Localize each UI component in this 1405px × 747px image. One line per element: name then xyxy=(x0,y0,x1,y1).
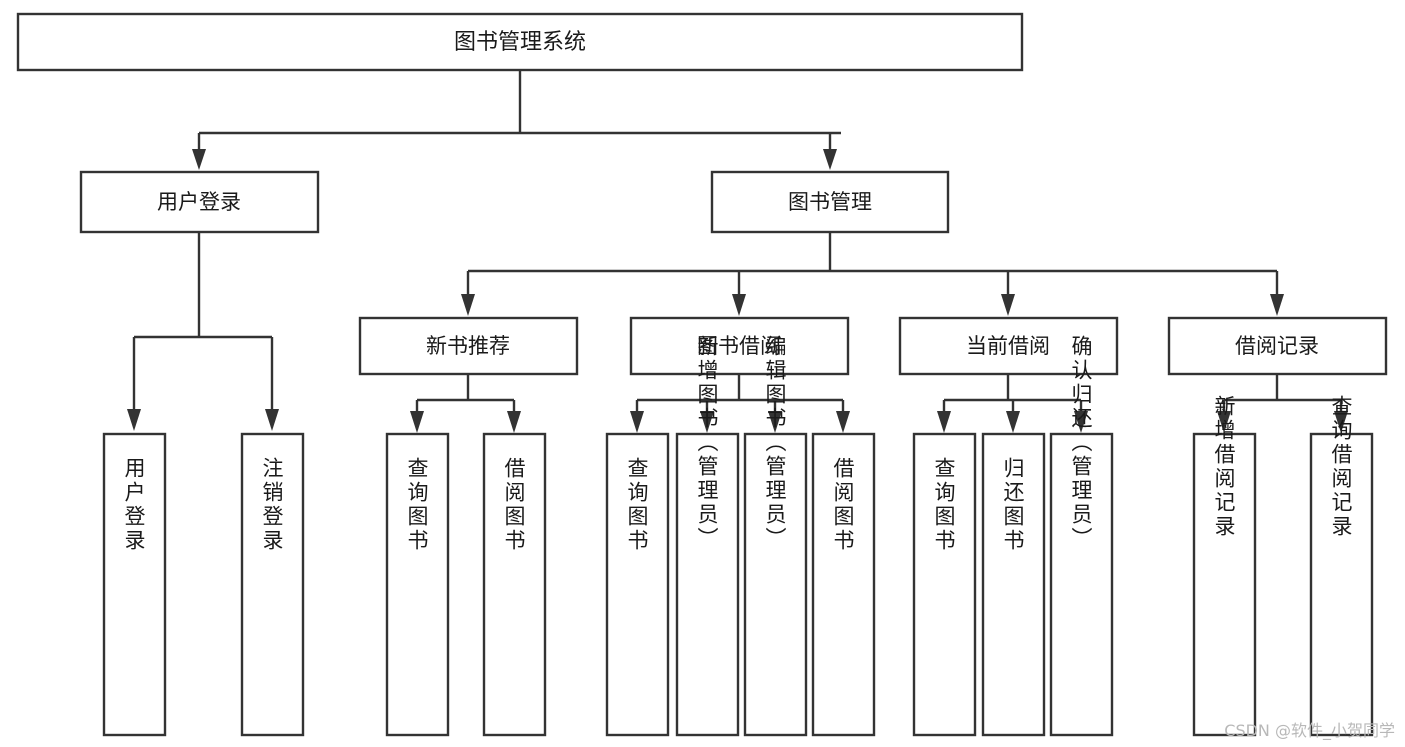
node-user-login-box[interactable] xyxy=(79,170,320,234)
leaf-borrow-book-1[interactable]: 借阅图书 xyxy=(482,432,547,737)
node-borrow-record[interactable]: 借阅记录 xyxy=(1167,316,1388,376)
arrowhead-new-book-recommend xyxy=(461,294,475,316)
csdn-watermark: CSDN @软件_小贺同学 xyxy=(1224,721,1395,740)
node-current-borrow-box[interactable] xyxy=(898,316,1119,376)
arrowhead-leaf-query-book-1 xyxy=(410,411,424,433)
node-borrow-record-label: 借阅记录 xyxy=(1235,334,1319,358)
leaf-borrow-book-2[interactable]: 借阅图书 xyxy=(811,432,876,737)
arrowhead-user-login xyxy=(192,149,206,170)
connector-group-borrow-record xyxy=(1217,374,1348,433)
connector-group-new-book-recommend xyxy=(410,374,521,433)
arrowhead-leaf-add-book xyxy=(700,411,714,433)
connector-group-root xyxy=(192,70,841,170)
node-root-label: 图书管理系统 xyxy=(454,30,586,55)
connector-group-current-borrow xyxy=(937,374,1088,433)
node-book-borrow-box[interactable] xyxy=(629,316,850,376)
node-user-login-label: 用户登录 xyxy=(157,190,241,214)
leaf-borrow-book-1-box[interactable] xyxy=(482,432,547,737)
arrowhead-leaf-query-book-2 xyxy=(630,411,644,433)
leaf-query-book-2-label: 查询图书 xyxy=(625,457,649,553)
node-root-box[interactable] xyxy=(16,12,1024,72)
leaf-add-record[interactable]: 新增借阅记录 xyxy=(1192,395,1257,737)
leaf-query-record-box[interactable] xyxy=(1309,432,1374,737)
leaf-query-book-2-box[interactable] xyxy=(605,432,670,737)
node-book-manage[interactable]: 图书管理 xyxy=(710,170,950,234)
leaf-confirm-return-label: 确认归还（管理员） xyxy=(1069,335,1093,551)
leaf-query-record-label: 查询借阅记录 xyxy=(1329,395,1353,539)
leaf-query-book-1-label: 查询图书 xyxy=(405,457,429,553)
arrowhead-leaf-borrow-book-1 xyxy=(507,411,521,433)
leaf-query-book-1[interactable]: 查询图书 xyxy=(385,432,450,737)
connector-group-book-borrow xyxy=(630,374,850,433)
arrowhead-leaf-return-book xyxy=(1006,411,1020,433)
node-current-borrow[interactable]: 当前借阅 xyxy=(898,316,1119,376)
leaf-user-logout-label: 注销登录 xyxy=(260,457,284,553)
leaf-user-logout-box[interactable] xyxy=(240,432,305,737)
leaf-confirm-return-box[interactable] xyxy=(1049,432,1114,737)
node-new-book-recommend-label: 新书推荐 xyxy=(426,334,510,358)
arrowhead-leaf-borrow-book-2 xyxy=(836,411,850,433)
arrowhead-leaf-query-record xyxy=(1334,411,1348,433)
leaf-add-record-box[interactable] xyxy=(1192,432,1257,737)
leaf-user-login[interactable]: 用户登录 xyxy=(102,432,167,737)
node-current-borrow-label: 当前借阅 xyxy=(966,334,1050,358)
node-book-manage-label: 图书管理 xyxy=(788,190,872,214)
leaf-confirm-return[interactable]: 确认归还（管理员） xyxy=(1049,335,1114,737)
leaf-query-record[interactable]: 查询借阅记录 xyxy=(1309,395,1374,737)
arrowhead-leaf-user-logout xyxy=(265,409,279,431)
leaf-add-book-box[interactable] xyxy=(675,432,740,737)
node-borrow-record-box[interactable] xyxy=(1167,316,1388,376)
node-new-book-recommend[interactable]: 新书推荐 xyxy=(358,316,579,376)
leaf-borrow-book-1-label: 借阅图书 xyxy=(502,457,526,553)
leaf-query-book-3-label: 查询图书 xyxy=(932,457,956,553)
leaf-user-login-label: 用户登录 xyxy=(122,457,146,553)
node-root[interactable]: 图书管理系统 xyxy=(16,12,1024,72)
connector-group-user-login xyxy=(127,232,279,431)
leaf-borrow-book-2-box[interactable] xyxy=(811,432,876,737)
leaf-return-book-label: 归还图书 xyxy=(1001,457,1025,553)
node-user-login[interactable]: 用户登录 xyxy=(79,170,320,234)
arrowhead-book-manage xyxy=(823,149,837,170)
node-new-book-recommend-box[interactable] xyxy=(358,316,579,376)
leaf-user-login-box[interactable] xyxy=(102,432,167,737)
arrowhead-leaf-confirm-return xyxy=(1074,411,1088,433)
leaf-borrow-book-2-label: 借阅图书 xyxy=(831,457,855,553)
leaf-user-logout[interactable]: 注销登录 xyxy=(240,432,305,737)
arrowhead-leaf-user-login xyxy=(127,409,141,431)
node-book-borrow[interactable]: 图书借阅 xyxy=(629,316,850,376)
leaf-return-book-box[interactable] xyxy=(981,432,1046,737)
arrowhead-leaf-query-book-3 xyxy=(937,411,951,433)
arrowhead-leaf-edit-book xyxy=(768,411,782,433)
connector-group-book-manage xyxy=(461,232,1284,316)
arrowhead-book-borrow xyxy=(732,294,746,316)
leaf-add-record-label: 新增借阅记录 xyxy=(1212,395,1236,539)
leaf-query-book-3[interactable]: 查询图书 xyxy=(912,432,977,737)
leaf-return-book[interactable]: 归还图书 xyxy=(981,432,1046,737)
node-book-borrow-label: 图书借阅 xyxy=(697,334,781,358)
leaf-edit-book-box[interactable] xyxy=(743,432,808,737)
leaf-edit-book-label: 编辑图书（管理员） xyxy=(763,335,787,551)
arrowhead-leaf-add-record xyxy=(1217,411,1231,433)
leaf-query-book-2[interactable]: 查询图书 xyxy=(605,432,670,737)
arrowhead-borrow-record xyxy=(1270,294,1284,316)
leaf-query-book-1-box[interactable] xyxy=(385,432,450,737)
leaf-add-book[interactable]: 新增图书（管理员） xyxy=(675,335,740,737)
leaf-add-book-label: 新增图书（管理员） xyxy=(695,335,719,551)
leaf-edit-book[interactable]: 编辑图书（管理员） xyxy=(743,335,808,737)
leaf-query-book-3-box[interactable] xyxy=(912,432,977,737)
node-book-manage-box[interactable] xyxy=(710,170,950,234)
arrowhead-current-borrow xyxy=(1001,294,1015,316)
